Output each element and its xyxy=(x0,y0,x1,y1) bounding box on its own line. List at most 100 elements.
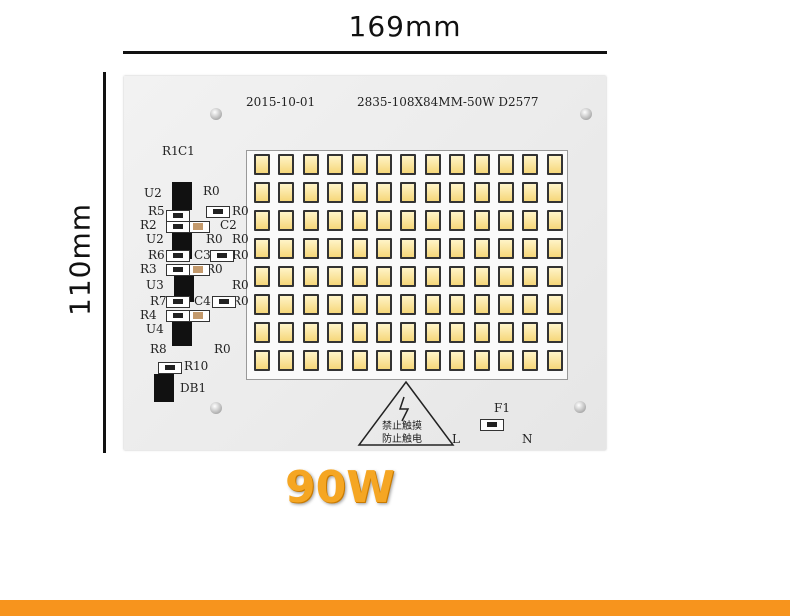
led-chip xyxy=(473,350,490,371)
lightning-warning-icon xyxy=(357,380,455,446)
led-chip xyxy=(400,210,417,231)
led-chip xyxy=(449,210,466,231)
led-chip xyxy=(351,238,368,259)
led-chip xyxy=(498,238,514,259)
warning-text-1: 禁止触摸 xyxy=(382,421,422,432)
led-chip xyxy=(546,182,563,203)
power-rating-label: 90W xyxy=(285,462,395,513)
ic-chip xyxy=(172,318,192,346)
led-chip xyxy=(327,182,344,203)
led-chip xyxy=(278,238,295,259)
smd-component xyxy=(480,419,504,431)
led-chip xyxy=(351,294,368,315)
component-label: R10 xyxy=(184,359,209,373)
led-chip xyxy=(473,322,490,343)
led-chip xyxy=(327,210,344,231)
component-label: U2 xyxy=(146,232,164,246)
led-chip xyxy=(278,266,295,287)
mounting-hole xyxy=(210,402,222,414)
led-chip xyxy=(546,322,563,343)
led-chip xyxy=(302,238,319,259)
led-chip xyxy=(546,294,563,315)
led-chip xyxy=(449,182,466,203)
component-label: C2 xyxy=(220,218,237,232)
component-label: R0 xyxy=(206,232,223,246)
mounting-hole xyxy=(580,108,592,120)
led-chip xyxy=(254,322,270,343)
led-chip xyxy=(546,266,563,287)
led-chip xyxy=(351,350,368,371)
smd-component xyxy=(210,250,234,262)
led-chip xyxy=(473,266,490,287)
led-chip xyxy=(278,154,295,175)
component-label: R0 xyxy=(232,294,249,308)
led-chip xyxy=(351,210,368,231)
component-label: N xyxy=(522,432,533,446)
model-marking: 2835-108X84MM-50W D2577 xyxy=(357,95,539,109)
led-chip xyxy=(278,350,295,371)
led-chip xyxy=(424,238,441,259)
led-chip xyxy=(449,350,466,371)
component-label: R5 xyxy=(148,204,165,218)
led-chip xyxy=(522,238,539,259)
led-chip xyxy=(302,350,319,371)
component-label: R7 xyxy=(150,294,167,308)
date-marking: 2015-10-01 xyxy=(246,95,316,109)
smd-component xyxy=(166,221,190,233)
component-label: R0 xyxy=(203,184,220,198)
height-dimension-line xyxy=(103,72,106,453)
led-chip xyxy=(327,350,344,371)
mounting-hole xyxy=(210,108,222,120)
led-chip xyxy=(254,294,270,315)
led-chip xyxy=(424,266,441,287)
led-chip xyxy=(254,154,270,175)
led-chip xyxy=(424,322,441,343)
led-chip xyxy=(400,154,417,175)
led-chip xyxy=(522,350,539,371)
led-chip xyxy=(278,322,295,343)
led-chip xyxy=(376,238,392,259)
led-chip xyxy=(400,266,417,287)
led-chip xyxy=(522,154,539,175)
led-chip xyxy=(400,294,417,315)
led-chip xyxy=(302,294,319,315)
component-label: L xyxy=(452,432,460,446)
led-chip xyxy=(254,182,270,203)
component-label: R2 xyxy=(140,218,157,232)
smd-component xyxy=(166,264,190,276)
led-chip xyxy=(400,238,417,259)
smd-component xyxy=(166,310,190,322)
led-chip xyxy=(522,266,539,287)
led-chip xyxy=(254,350,270,371)
led-chip xyxy=(376,210,392,231)
led-chip xyxy=(498,294,514,315)
led-chip xyxy=(473,154,490,175)
led-chip xyxy=(449,238,466,259)
led-chip xyxy=(351,322,368,343)
component-label: R0 xyxy=(232,204,249,218)
led-chip xyxy=(254,238,270,259)
smd-component xyxy=(212,296,236,308)
led-chip xyxy=(424,350,441,371)
led-chip xyxy=(546,350,563,371)
component-label: R0 xyxy=(232,232,249,246)
led-chip xyxy=(498,266,514,287)
led-chip xyxy=(449,322,466,343)
component-label: R6 xyxy=(148,248,165,262)
led-chip xyxy=(302,266,319,287)
component-label: C3 xyxy=(194,248,211,262)
led-chip xyxy=(449,154,466,175)
component-label: R0 xyxy=(206,262,223,276)
led-chip xyxy=(449,266,466,287)
led-chip xyxy=(522,182,539,203)
led-chip xyxy=(498,182,514,203)
led-chip xyxy=(302,210,319,231)
led-chip xyxy=(546,154,563,175)
component-label: R3 xyxy=(140,262,157,276)
led-chip xyxy=(254,210,270,231)
led-chip xyxy=(376,294,392,315)
led-chip xyxy=(376,154,392,175)
led-chip xyxy=(400,322,417,343)
component-label: C1 xyxy=(178,144,195,158)
